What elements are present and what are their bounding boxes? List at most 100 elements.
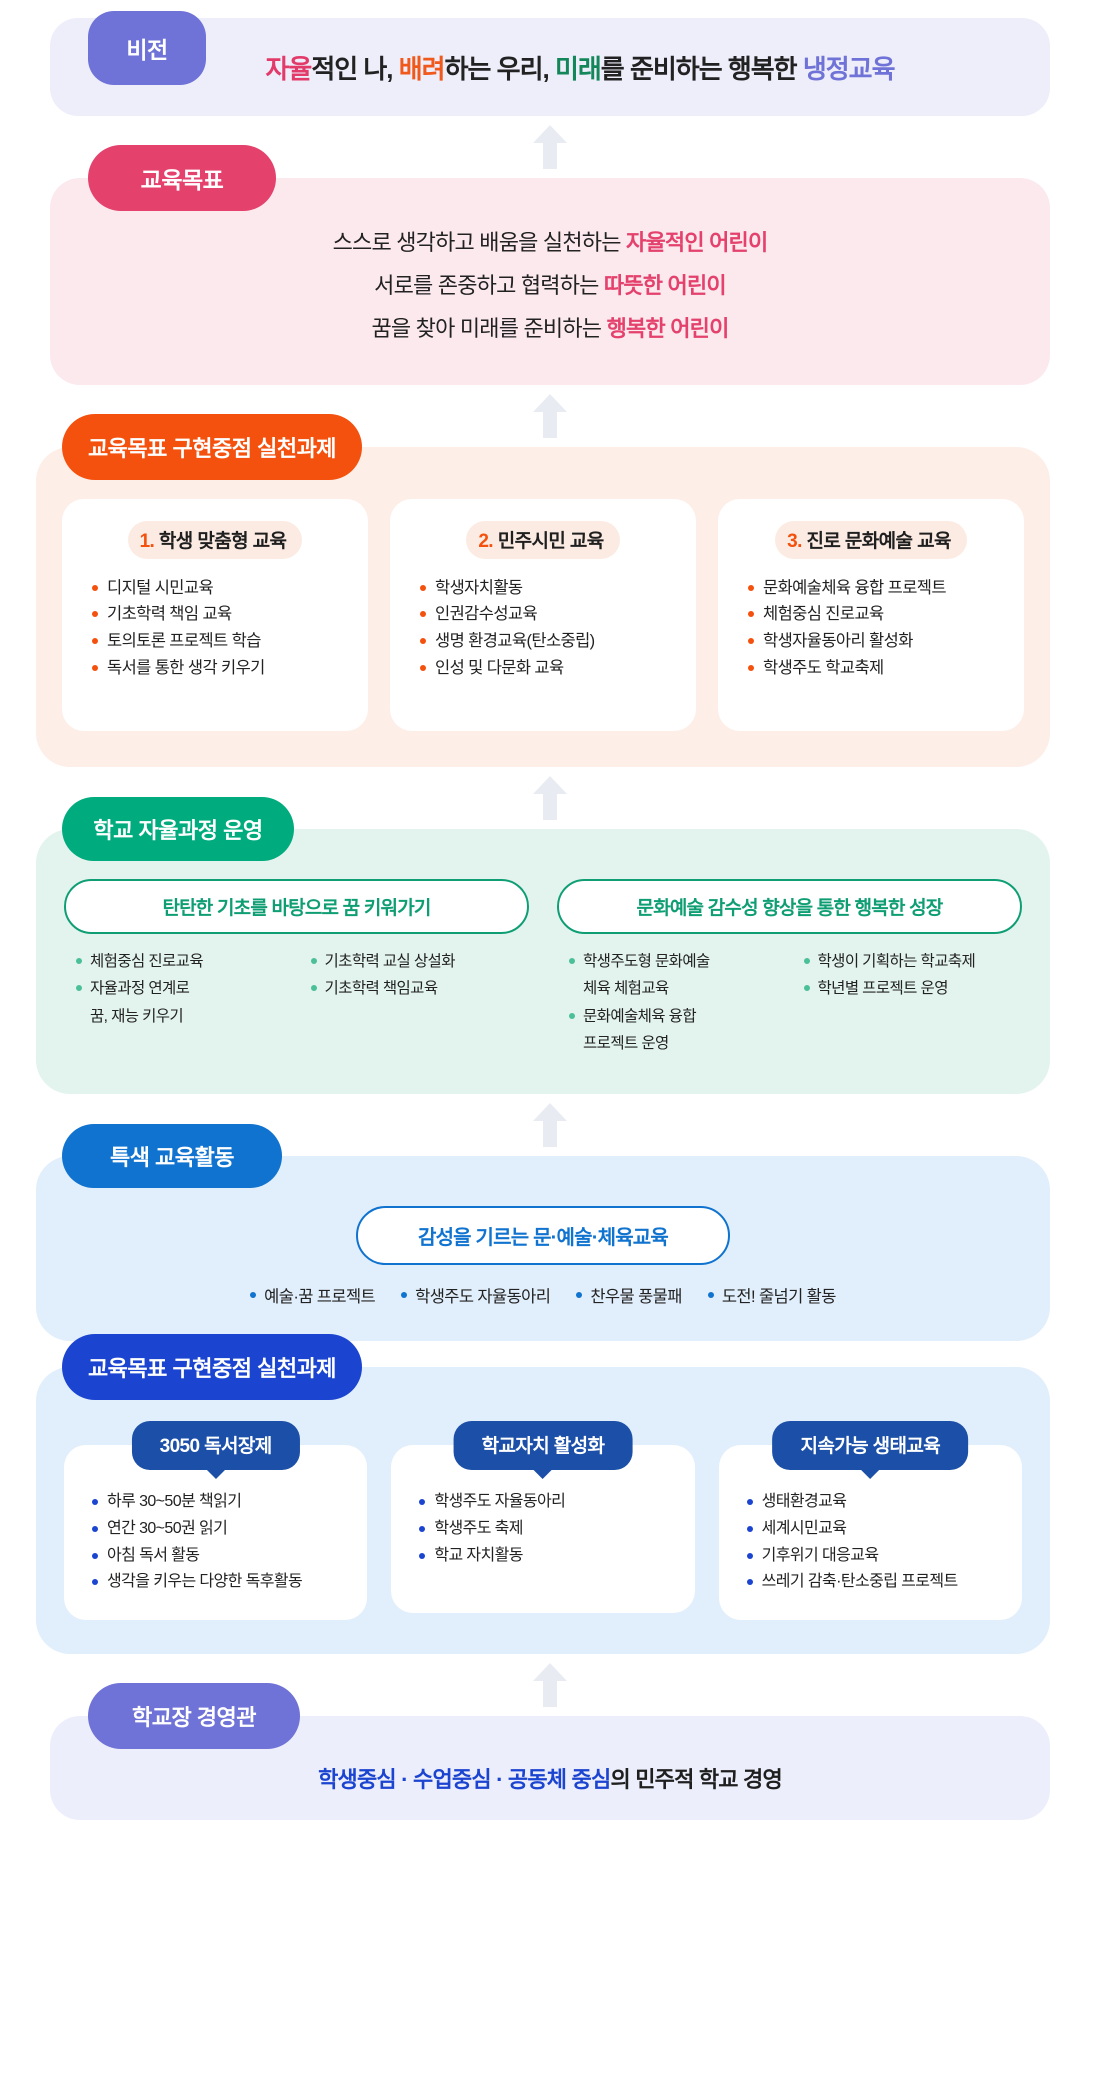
goal-line-2: 서로를 존중하고 협력하는 따뜻한 어린이 [50,265,1050,308]
special-item-row: 예술·꿈 프로젝트 학생주도 자율동아리 찬우물 풍물패 도전! 줄넘기 활동 [64,1283,1022,1307]
goal-2-plain: 서로를 존중하고 협력하는 [374,272,604,298]
list-item-continuation: 프로젝트 운영 [583,1035,669,1053]
up-arrow-icon [533,125,567,169]
list-item: 하루 30~50분 책읽기 [90,1489,349,1516]
practice-card-number: 1. [139,530,155,552]
vision-tag: 비전 [88,11,206,85]
practice-card-title-wrap: 3. 진로 문화예술 교육 [738,520,1004,575]
practice-card-list: 디지털 시민교육 기초학력 책임 교육 토의토론 프로젝트 학습 독서를 통한 … [82,575,348,682]
practice-card-label: 민주시민 교육 [497,530,605,552]
list-item: 생명 환경교육(탄소중립) [418,628,676,655]
list-item: 학생자치활동 [418,575,676,602]
practice-card-label: 학생 맞춤형 교육 [158,530,287,552]
vision-section: 비전 자율적인 나, 배려하는 우리, 미래를 준비하는 행복한 냉정교육 [0,0,1100,116]
list-item: 예술·꿈 프로젝트 [250,1283,376,1307]
principal-emph: 학생중심 · 수업중심 · 공동체 중심 [318,1767,611,1793]
list-item: 문화예술체육 융합 프로젝트 [746,575,1004,602]
list-item: 학생이 기획하는 학교축제 [802,950,1023,974]
list-item: 학생주도 학교축제 [746,655,1004,682]
practice-card-title: 3. 진로 문화예술 교육 [775,520,967,559]
practice-tasks-tag: 교육목표 구현중점 실천과제 [62,413,362,480]
autonomous-group: 문화예술 감수성 향상을 통한 행복한 성장 학생주도형 문화예술 체육 체험교… [557,878,1022,1060]
autonomous-group-title: 탄탄한 기초를 바탕으로 꿈 키워가기 [64,878,529,934]
goals-section: 교육목표 스스로 생각하고 배움을 실천하는 자율적인 어린이 서로를 존중하고… [0,145,1100,385]
practice-card-list: 문화예술체육 융합 프로젝트 체험중심 진로교육 학생자율동아리 활성화 학생주… [738,575,1004,682]
goal-3-emph: 행복한 어린이 [606,315,730,341]
goal-1-plain: 스스로 생각하고 배움을 실천하는 [332,230,626,255]
list-item: 인권감수성교육 [418,601,676,628]
practice-card: 1. 학생 맞춤형 교육 디지털 시민교육 기초학력 책임 교육 토의토론 프로… [62,498,368,731]
practice-2-card: 3050 독서장제 하루 30~50분 책읽기 연간 30~50권 읽기 아침 … [64,1420,368,1621]
list-item: 인성 및 다문화 교육 [418,655,676,682]
practice-2-card-row: 3050 독서장제 하루 30~50분 책읽기 연간 30~50권 읽기 아침 … [64,1420,1022,1621]
practice-card-title-wrap: 2. 민주시민 교육 [410,520,676,575]
arrow-connector-3 [0,767,1100,829]
autonomous-list-right: 기초학력 교실 상설화 기초학력 책임교육 [309,950,530,1033]
autonomous-list-left: 체험중심 진로교육 자율과정 연계로 꿈, 재능 키우기 [74,950,295,1033]
practice-card-title-wrap: 1. 학생 맞춤형 교육 [82,520,348,575]
practice-tasks-2-band: 교육목표 구현중점 실천과제 3050 독서장제 하루 30~50분 책읽기 연… [36,1333,1050,1655]
list-item: 연간 30~50권 읽기 [90,1516,349,1543]
goal-line-3: 꿈을 찾아 미래를 준비하는 행복한 어린이 [50,308,1050,351]
practice-tasks-band: 교육목표 구현중점 실천과제 1. 학생 맞춤형 교육 디지털 시민교육 기초학… [36,413,1050,767]
up-arrow-icon [533,775,567,820]
list-item: 독서를 통한 생각 키우기 [90,655,348,682]
practice-tasks-section: 교육목표 구현중점 실천과제 1. 학생 맞춤형 교육 디지털 시민교육 기초학… [0,413,1100,767]
list-item: 학년별 프로젝트 운영 [802,977,1023,1001]
practice-tasks-2-tag: 교육목표 구현중점 실천과제 [62,1333,362,1400]
up-arrow-icon [533,393,567,438]
list-item: 쓰레기 감축·탄소중립 프로젝트 [745,1569,1004,1596]
autonomous-tag: 학교 자율과정 운영 [62,796,294,861]
list-item: 기초학력 책임교육 [309,977,530,1001]
list-item: 도전! 줄넘기 활동 [707,1283,836,1307]
practice-card: 2. 민주시민 교육 학생자치활동 인권감수성교육 생명 환경교육(탄소중립) … [390,498,696,731]
list-item-continuation: 꿈, 재능 키우기 [90,1007,184,1025]
arrow-connector-1 [0,116,1100,178]
list-item: 디지털 시민교육 [90,575,348,602]
list-item: 체험중심 진로교육 [74,950,295,974]
list-item: 자율과정 연계로 [74,977,295,1001]
practice-card-title: 2. 민주시민 교육 [466,520,620,559]
special-headline: 감성을 기르는 문·예술·체육교육 [355,1205,731,1265]
list-item: 생태환경교육 [745,1489,1004,1516]
autonomous-curriculum-section: 학교 자율과정 운영 탄탄한 기초를 바탕으로 꿈 키워가기 체험중심 진로교육… [0,796,1100,1094]
special-band: 특색 교육활동 감성을 기르는 문·예술·체육교육 예술·꿈 프로젝트 학생주도… [36,1123,1050,1341]
list-item: 학교 자치활동 [417,1543,676,1570]
list-item: 학생주도 자율동아리 [417,1489,676,1516]
list-item: 문화예술체육 융합 [567,1005,788,1029]
practice-card-number: 3. [787,530,802,552]
list-item-continuation: 체육 체험교육 [583,980,669,998]
principal-plain: 의 민주적 학교 경영 [610,1767,782,1793]
list-item: 학생주도 축제 [417,1516,676,1543]
autonomous-columns: 탄탄한 기초를 바탕으로 꿈 키워가기 체험중심 진로교육 자율과정 연계로 꿈… [64,878,1022,1060]
practice-2-card: 학교자치 활성화 학생주도 자율동아리 학생주도 축제 학교 자치활동 [391,1420,695,1621]
practice-tasks-2-section: 교육목표 구현중점 실천과제 3050 독서장제 하루 30~50분 책읽기 연… [0,1333,1100,1655]
vision-word-care: 배려 [398,53,446,84]
list-item: 세계시민교육 [745,1516,1004,1543]
list-item: 기후위기 대응교육 [745,1543,1004,1570]
autonomous-group-lists: 학생주도형 문화예술 체육 체험교육 문화예술체육 융합 프로젝트 운영 학생이… [557,950,1022,1060]
list-item: 학생자율동아리 활성화 [746,628,1004,655]
practice-2-card-list: 학생주도 자율동아리 학생주도 축제 학교 자치활동 [411,1489,676,1570]
vision-text-3: 를 준비하는 행복한 [600,53,803,84]
goals-band: 교육목표 스스로 생각하고 배움을 실천하는 자율적인 어린이 서로를 존중하고… [50,145,1050,385]
autonomous-group: 탄탄한 기초를 바탕으로 꿈 키워가기 체험중심 진로교육 자율과정 연계로 꿈… [64,878,529,1060]
arrow-connector-4 [0,1094,1100,1156]
list-item: 찬우물 풍물패 [576,1283,682,1307]
vision-band: 비전 자율적인 나, 배려하는 우리, 미래를 준비하는 행복한 냉정교육 [50,11,1050,116]
goal-2-emph: 따뜻한 어린이 [603,272,727,298]
practice-2-card-list: 하루 30~50분 책읽기 연간 30~50권 읽기 아침 독서 활동 생각을 … [84,1489,349,1597]
autonomous-group-title: 문화예술 감수성 향상을 통한 행복한 성장 [557,878,1022,934]
practice-card-list: 학생자치활동 인권감수성교육 생명 환경교육(탄소중립) 인성 및 다문화 교육 [410,575,676,682]
principal-band: 학교장 경영관 학생중심 · 수업중심 · 공동체 중심의 민주적 학교 경영 [50,1683,1050,1821]
list-item: 학생주도 자율동아리 [401,1283,551,1307]
list-item: 학생주도형 문화예술 [567,950,788,974]
principal-section: 학교장 경영관 학생중심 · 수업중심 · 공동체 중심의 민주적 학교 경영 [0,1683,1100,1821]
autonomous-group-lists: 체험중심 진로교육 자율과정 연계로 꿈, 재능 키우기 기초학력 교실 상설화… [64,950,529,1033]
up-arrow-icon [533,1102,567,1147]
autonomous-band: 학교 자율과정 운영 탄탄한 기초를 바탕으로 꿈 키워가기 체험중심 진로교육… [36,796,1050,1094]
principal-tag: 학교장 경영관 [88,1683,300,1750]
goals-tag: 교육목표 [88,145,276,211]
goal-3-plain: 꿈을 찾아 미래를 준비하는 [371,315,607,341]
